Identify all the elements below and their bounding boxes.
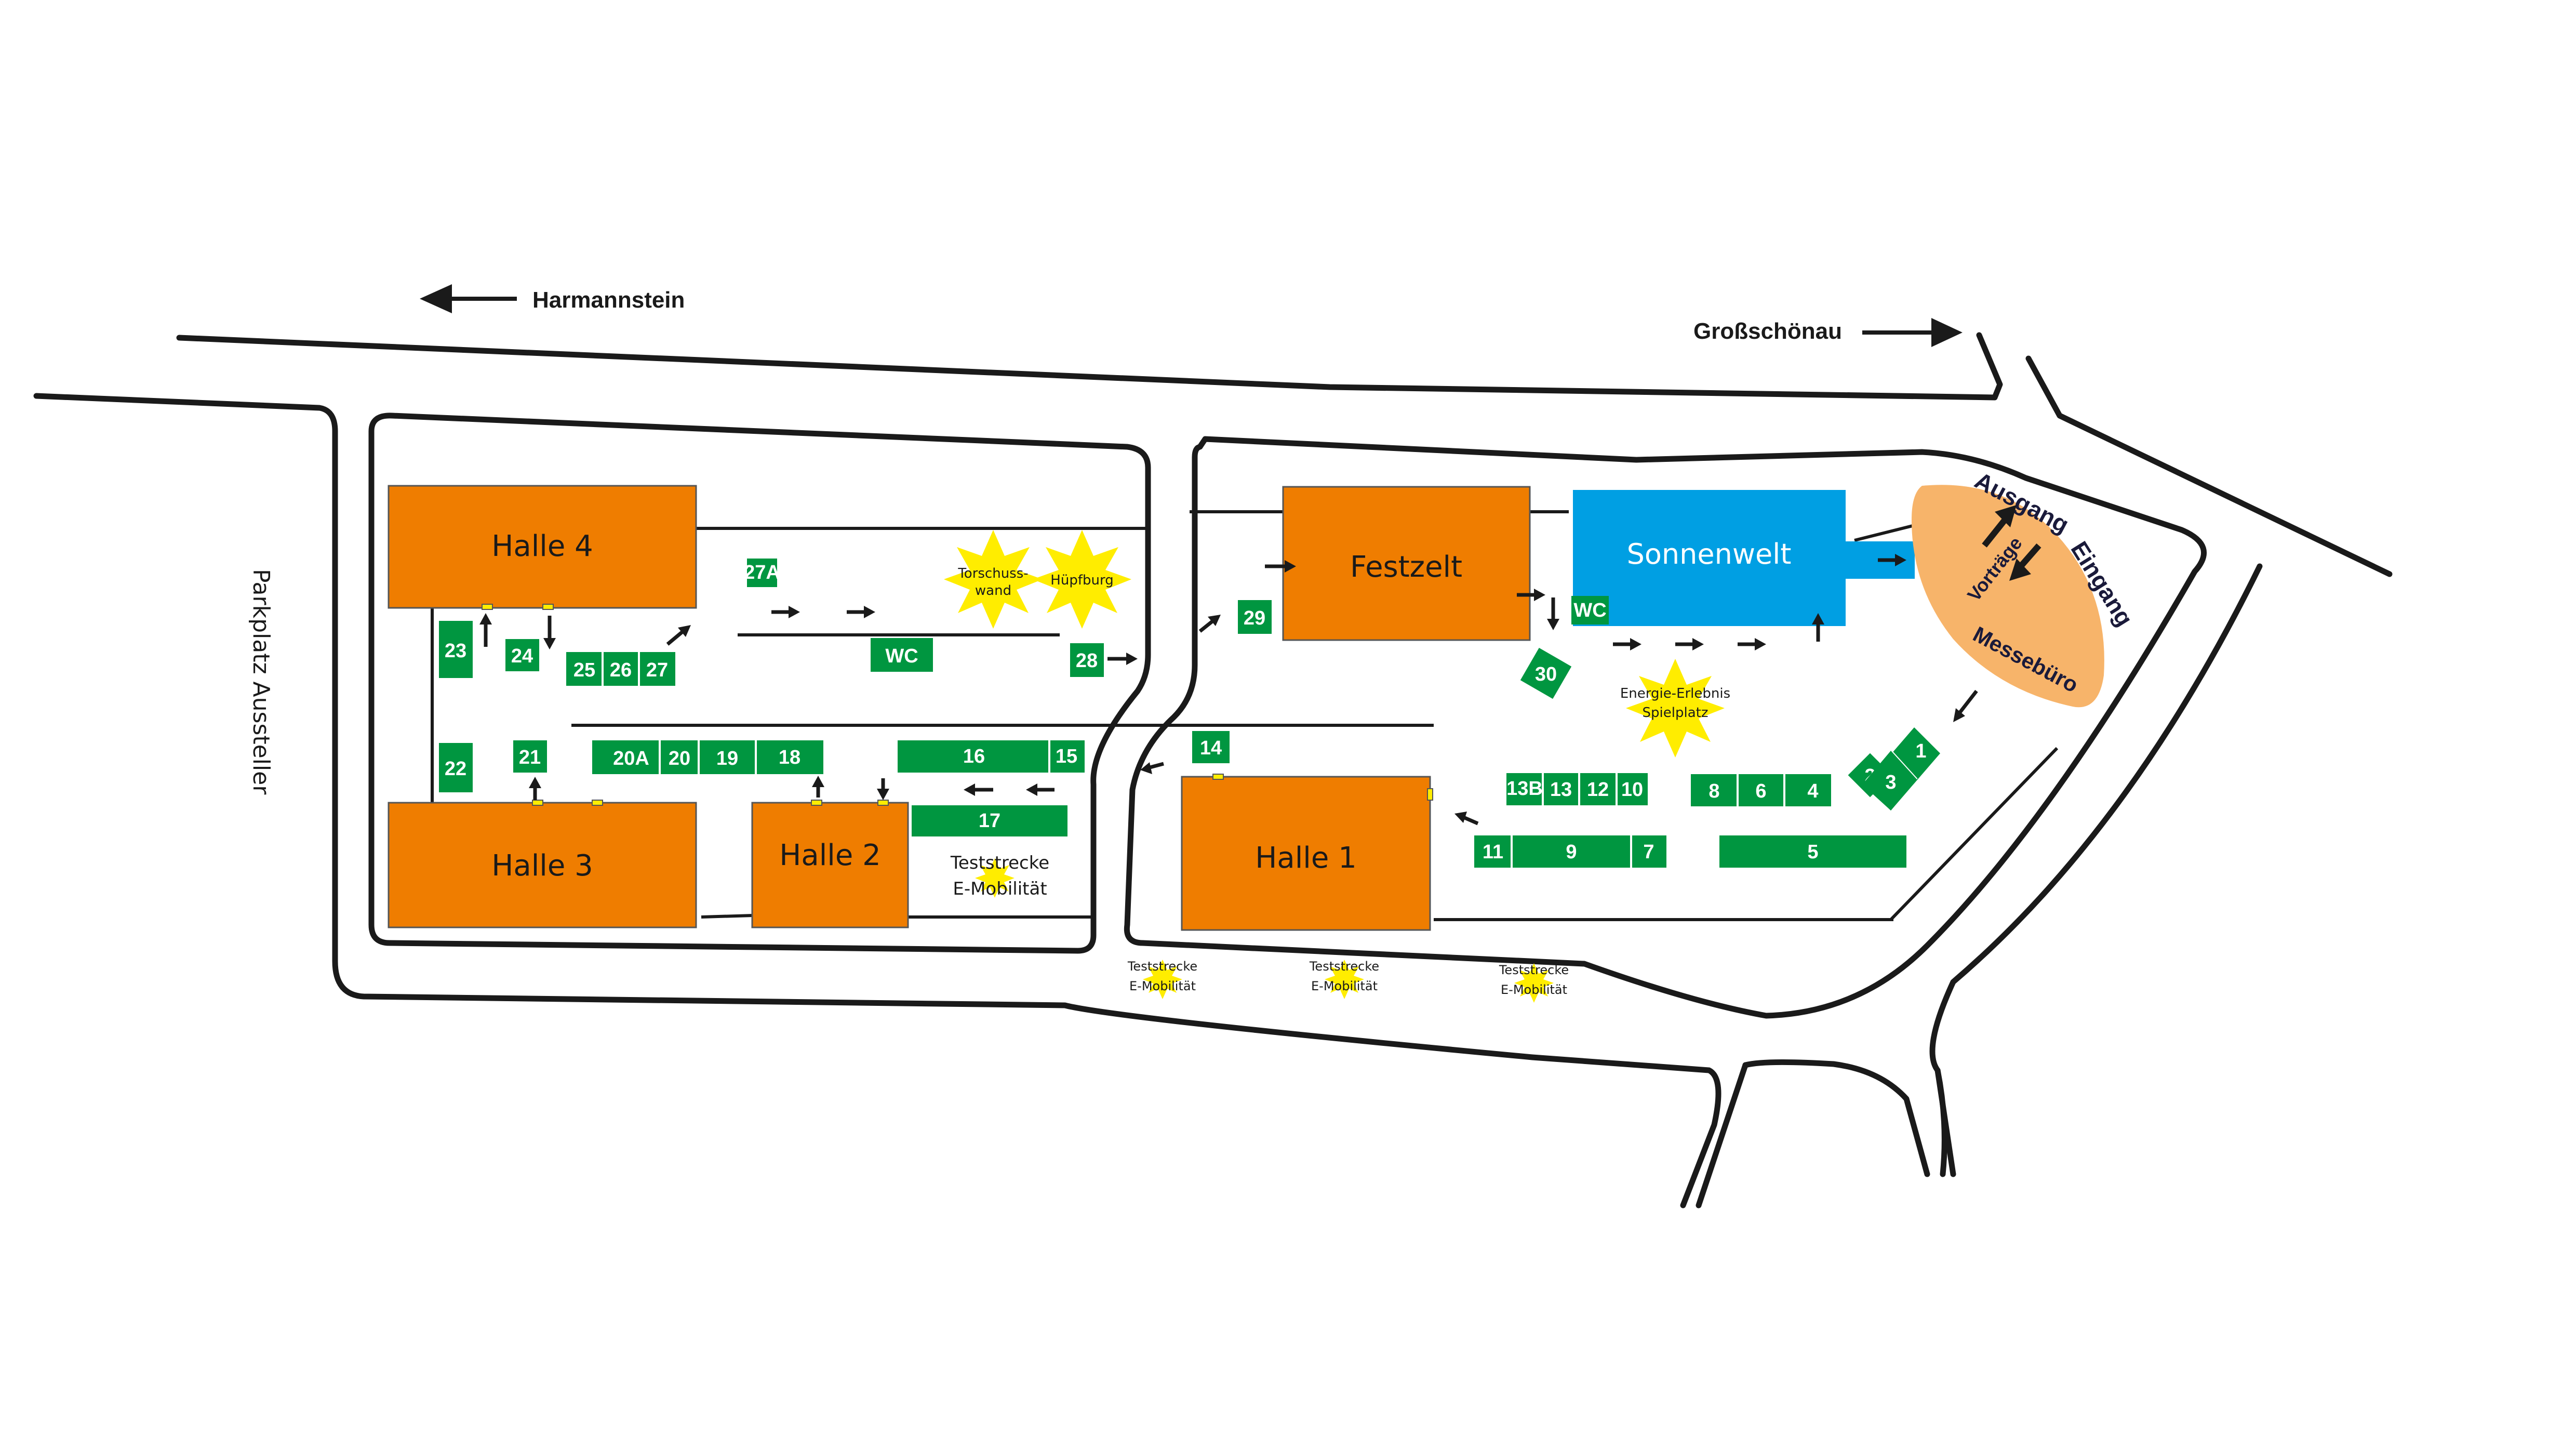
stand-27a[interactable]: 27A [744,559,780,587]
stand-30[interactable]: 30 [1520,647,1572,699]
halle-1-label: Halle 1 [1255,841,1356,875]
stand-28[interactable]: 28 [1070,643,1104,677]
stand-25-26-27[interactable]: 25 26 27 [566,652,675,686]
stand-23[interactable]: 23 [439,621,473,678]
halle-4-label: Halle 4 [491,529,593,563]
stand-22[interactable]: 22 [439,743,473,792]
sonnenwelt-label: Sonnenwelt [1627,538,1792,570]
halle-3[interactable]: Halle 3 [388,802,697,928]
torschusswand-line1: Torschuss- [957,566,1028,581]
stand-12: 12 [1587,779,1609,801]
stand-11: 11 [1483,841,1503,863]
stand-10: 10 [1621,779,1643,801]
area-lines [431,510,2059,921]
stand-27: 27 [646,659,668,681]
teststrecke-road-1-line1: Teststrecke [1127,959,1197,974]
stand-13: 13 [1550,779,1572,801]
stand-20: 20 [669,748,690,769]
teststrecke-road-1-line2: E-Mobilität [1129,979,1196,993]
halle-2-label: Halle 2 [779,839,880,872]
svg-text:23: 23 [445,640,466,662]
svg-text:29: 29 [1244,607,1265,629]
svg-text:24: 24 [511,645,533,667]
stand-8: 8 [1709,780,1719,802]
stand-6: 6 [1755,780,1766,802]
stand-11-9-7[interactable]: 11 9 7 [1474,835,1666,868]
halle-4[interactable]: Halle 4 [388,485,697,609]
label-harmannstein: Harmannstein [532,287,685,313]
huepfburg[interactable]: Hüpfburg [1033,530,1131,629]
stand-25: 25 [573,659,595,681]
label-grossschoenau: Großschönau [1693,318,1842,344]
teststrecke-road-3-line1: Teststrecke [1499,963,1569,977]
stand-29[interactable]: 29 [1238,600,1272,634]
stand-21[interactable]: 21 [513,740,547,773]
teststrecke-road-2-line2: E-Mobilität [1311,979,1378,993]
stand-20a-18[interactable]: 20A 20 19 18 [592,740,823,774]
svg-text:30: 30 [1535,663,1557,685]
teststrecke-road-2[interactable]: Teststrecke E-Mobilität [1309,959,1379,999]
sonnenwelt[interactable]: Sonnenwelt [1573,490,1915,626]
halle-2[interactable]: Halle 2 [751,802,909,928]
teststrecke-main-line2: E-Mobilität [953,879,1047,899]
halle-1[interactable]: Halle 1 [1181,776,1431,931]
teststrecke-main[interactable]: Teststrecke E-Mobilität [950,853,1049,899]
svg-text:22: 22 [445,758,466,780]
teststrecke-road-3-line2: E-Mobilität [1501,982,1567,997]
svg-text:21: 21 [519,747,541,768]
stand-16: 16 [963,746,985,767]
stand-17[interactable]: 17 [912,805,1067,836]
stand-7: 7 [1643,841,1654,863]
teststrecke-road-1[interactable]: Teststrecke E-Mobilität [1127,959,1197,999]
label-parking: Parkplatz Aussteller [248,569,274,795]
wc-1[interactable]: WC [871,638,933,672]
svg-text:5: 5 [1807,841,1818,863]
stand-1-3[interactable]: 1 3 [1862,727,1940,810]
stand-16-15[interactable]: 16 15 [898,740,1085,773]
stand-20a: 20A [613,748,649,769]
svg-text:WC: WC [885,645,918,667]
direction-grossschoenau: Großschönau [1693,318,1963,347]
stand-13b: 13B [1506,778,1543,800]
walking-arrows [479,554,1978,826]
stand-9: 9 [1566,841,1577,863]
stand-13b-10[interactable]: 13B 13 12 10 [1506,773,1648,805]
svg-text:14: 14 [1200,737,1222,759]
stand-24[interactable]: 24 [505,639,539,671]
teststrecke-road-2-line1: Teststrecke [1309,959,1379,974]
svg-text:28: 28 [1076,650,1098,672]
stand-5[interactable]: 5 [1719,835,1906,868]
svg-text:WC: WC [1573,600,1606,621]
huepfburg-label: Hüpfburg [1050,573,1113,588]
stand-8-6-4[interactable]: 8 6 4 [1691,774,1831,806]
stand-14[interactable]: 14 [1192,731,1230,763]
torschusswand[interactable]: Torschuss- wand [944,530,1043,629]
energie-erlebnis-spielplatz[interactable]: Energie-Erlebnis Spielplatz [1620,659,1730,758]
wc-2[interactable]: WC [1571,596,1609,625]
festzelt-label: Festzelt [1350,550,1462,584]
halle-3-label: Halle 3 [491,849,593,883]
energie-line1: Energie-Erlebnis [1620,686,1730,701]
torschusswand-line2: wand [975,583,1011,599]
energie-line2: Spielplatz [1643,705,1709,721]
teststrecke-main-line1: Teststrecke [950,853,1049,873]
svg-text:27A: 27A [744,562,780,583]
stand-19: 19 [716,748,738,769]
stands: 23 22 24 21 25 26 27 27A WC 28 20A 20 19… [439,559,1940,868]
direction-harmannstein: Harmannstein [420,284,685,313]
svg-text:17: 17 [979,810,1000,832]
stand-26: 26 [610,659,632,681]
stand-15: 15 [1056,746,1077,767]
stand-4: 4 [1807,780,1818,802]
teststrecke-road-3[interactable]: Teststrecke E-Mobilität [1499,963,1569,1003]
stand-1: 1 [1915,740,1926,762]
festzelt[interactable]: Festzelt [1282,486,1531,641]
stand-18: 18 [779,747,800,768]
stand-3: 3 [1885,772,1896,793]
